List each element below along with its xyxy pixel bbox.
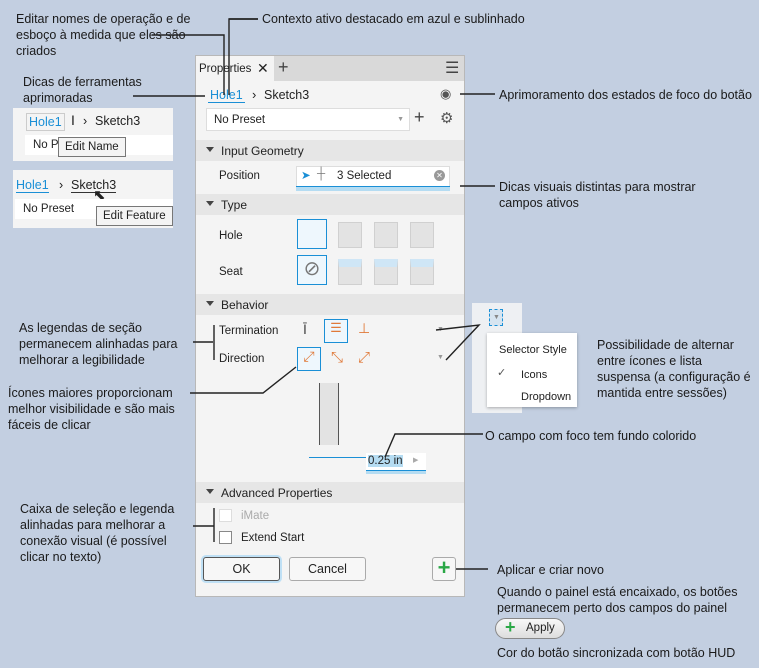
dimension-line <box>309 457 367 458</box>
seat-label: Seat <box>219 266 243 278</box>
distance-icon[interactable]: Ī <box>303 321 307 337</box>
annotation-tooltips: Dicas de ferramentas aprimoradas <box>23 75 142 105</box>
to-icon[interactable]: ☰ <box>324 319 348 343</box>
focus-indicator <box>366 470 426 474</box>
preset-dropdown[interactable]: No Preset▼ <box>206 108 410 131</box>
chevron-right-icon: › <box>252 87 257 102</box>
menu-item-icons[interactable]: Icons <box>521 369 548 381</box>
close-icon[interactable]: ✕ <box>257 60 269 76</box>
tooltip-sample-edit-name: Hole1 I › Sketch3 No P Edit Name <box>13 108 173 161</box>
breadcrumb-hole-link[interactable]: Hole1 <box>26 113 65 131</box>
tooltip: Edit Feature <box>96 206 173 226</box>
breadcrumb-hole-link[interactable]: Hole1 <box>16 178 49 193</box>
simple-hole-icon[interactable] <box>297 219 327 249</box>
breadcrumb-sketch-link[interactable]: Sketch3 <box>95 114 141 128</box>
annotation-visual-cues: Dicas visuais distintas para mostrar cam… <box>499 180 696 210</box>
termination-dropdown-arrow[interactable]: ▼ <box>437 326 444 333</box>
annotation-focus-states: Aprimoramento dos estados de foco do bot… <box>499 88 752 102</box>
termination-label: Termination <box>219 325 279 337</box>
annotation-apply-new: Aplicar e criar novo <box>497 563 604 577</box>
section-advanced-properties[interactable]: Advanced Properties <box>196 482 464 503</box>
properties-panel: Properties✕ + ☰ Hole1 › Sketch3 ◉ No Pre… <box>195 55 465 597</box>
default-direction-icon[interactable]: ⤢ <box>297 347 321 371</box>
direction-label: Direction <box>219 353 265 365</box>
annotation-section-labels: As legendas de seção permanecem alinhada… <box>19 321 178 367</box>
section-input-geometry[interactable]: Input Geometry <box>196 140 464 161</box>
countersink-seat-icon[interactable] <box>410 259 434 285</box>
annotation-checkbox: Caixa de seleção e legenda alinhadas par… <box>20 502 175 564</box>
apply-label: Apply <box>526 622 555 634</box>
breadcrumb-sketch-link[interactable]: Sketch3 <box>71 178 117 193</box>
crosshair-icon: ┼ <box>317 168 326 180</box>
text-cursor-icon: I <box>71 112 75 128</box>
clear-icon[interactable]: ✕ <box>434 170 445 181</box>
checkmark-icon: ✓ <box>497 367 507 379</box>
plus-icon: + <box>505 617 516 637</box>
annotation-focused-field: O campo com foco tem fundo colorido <box>485 429 697 443</box>
chevron-right-icon: › <box>83 114 88 128</box>
tab-properties[interactable]: Properties✕ <box>196 56 274 81</box>
extend-start-checkbox[interactable] <box>219 531 232 544</box>
extend-start-label[interactable]: Extend Start <box>241 532 305 544</box>
annotation-hud-color: Cor do botão sincronizada com botão HUD <box>497 646 736 660</box>
section-type[interactable]: Type <box>196 194 464 215</box>
annotation-toggle: Possibilidade de alternar entre ícones e… <box>597 338 751 400</box>
no-seat-icon[interactable]: ⊘ <box>297 255 327 285</box>
apply-and-new-button[interactable]: + <box>432 557 456 581</box>
menu-item-dropdown[interactable]: Dropdown <box>521 391 572 403</box>
select-arrow-icon: ➤ <box>301 170 311 182</box>
section-behavior[interactable]: Behavior <box>196 294 464 315</box>
counterbore-seat-icon[interactable] <box>338 259 362 285</box>
selector-style-menu: Selector Style ✓ Icons Dropdown <box>487 333 577 407</box>
tapped-hole-icon[interactable] <box>374 222 398 248</box>
tooltip-sample-edit-feature: Hole1 › Sketch3 ⬉ No Preset Edit Feature <box>13 170 173 228</box>
imate-label[interactable]: iMate <box>241 510 270 522</box>
menu-icon[interactable]: ☰ <box>445 60 460 77</box>
gear-icon[interactable]: ⚙ <box>440 110 454 127</box>
position-selector[interactable]: ➤ ┼ 3 Selected ✕ <box>296 166 450 186</box>
active-field-indicator <box>296 186 450 191</box>
spotface-seat-icon[interactable] <box>374 259 398 285</box>
eye-icon[interactable]: ◉ <box>440 86 452 101</box>
imate-checkbox[interactable] <box>219 509 232 522</box>
hole-label: Hole <box>219 230 243 242</box>
taper-hole-icon[interactable] <box>410 222 434 248</box>
flipped-direction-icon[interactable]: ⤡ <box>331 349 344 366</box>
cancel-button[interactable]: Cancel <box>289 557 366 581</box>
counterbore-hole-icon[interactable] <box>338 222 362 248</box>
tooltip: Edit Name <box>58 137 126 157</box>
annotation-bigger-icons: Ícones maiores proporcionam melhor visib… <box>8 386 175 432</box>
diameter-input[interactable]: 0.25 in▶ <box>366 453 426 470</box>
menu-title: Selector Style <box>499 344 567 356</box>
annotation-active-context: Contexto ativo destacado em azul e subli… <box>262 12 525 26</box>
position-label: Position <box>219 170 260 182</box>
breadcrumb-sketch[interactable]: Sketch3 <box>264 88 310 102</box>
ok-button[interactable]: OK <box>203 557 280 581</box>
direction-dropdown-arrow[interactable]: ▼ <box>437 354 444 361</box>
through-all-icon[interactable]: ⊥ <box>358 320 371 336</box>
chevron-right-icon: › <box>59 178 64 192</box>
hole-preview <box>319 383 339 445</box>
apply-hud-button[interactable]: + Apply <box>495 617 565 639</box>
add-preset-icon[interactable]: + <box>414 107 425 127</box>
breadcrumb-hole[interactable]: Hole1 <box>208 88 245 103</box>
add-tab-icon[interactable]: + <box>278 57 289 77</box>
selector-style-toggle[interactable]: ▼ <box>489 309 503 326</box>
annotation-docked: Quando o painel está encaixado, os botõe… <box>497 585 738 615</box>
symmetric-direction-icon[interactable]: ⤢ <box>358 349 371 366</box>
annotation-edit-names: Editar nomes de operação e de esboço à m… <box>16 12 191 58</box>
tab-bar: Properties✕ + ☰ <box>196 56 464 81</box>
